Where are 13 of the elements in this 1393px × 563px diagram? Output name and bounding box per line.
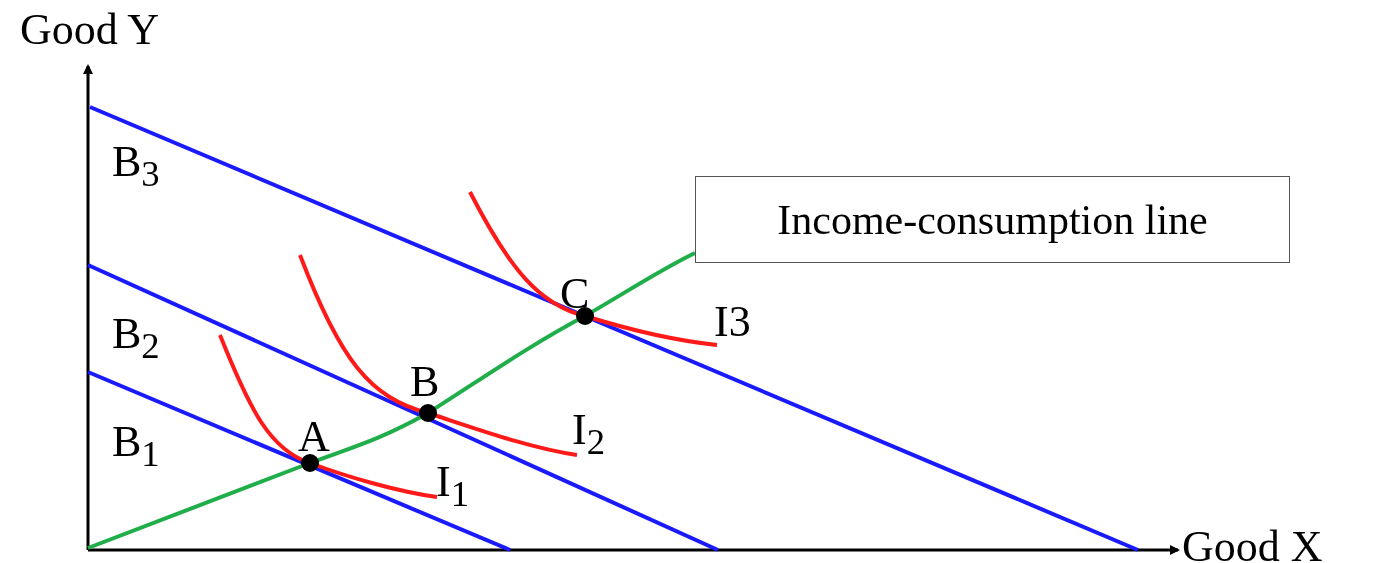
axis-label: Good Y bbox=[20, 8, 159, 52]
point-label: B bbox=[410, 360, 440, 404]
callout-text: Income-consumption line bbox=[777, 195, 1208, 244]
curve-label: I3 bbox=[714, 300, 751, 344]
callout-box bbox=[695, 176, 1290, 263]
point-label: A bbox=[298, 415, 330, 459]
line-label: B$_{3}$ bbox=[112, 140, 160, 193]
curve-label: I$_{1}$ bbox=[436, 460, 469, 513]
curve-label: I$_{2}$ bbox=[572, 408, 605, 461]
line-label: B$_{2}$ bbox=[112, 312, 160, 365]
point-label: C bbox=[560, 272, 590, 316]
line-label: B$_{1}$ bbox=[112, 420, 160, 473]
axis-label: Good X bbox=[1182, 525, 1323, 563]
